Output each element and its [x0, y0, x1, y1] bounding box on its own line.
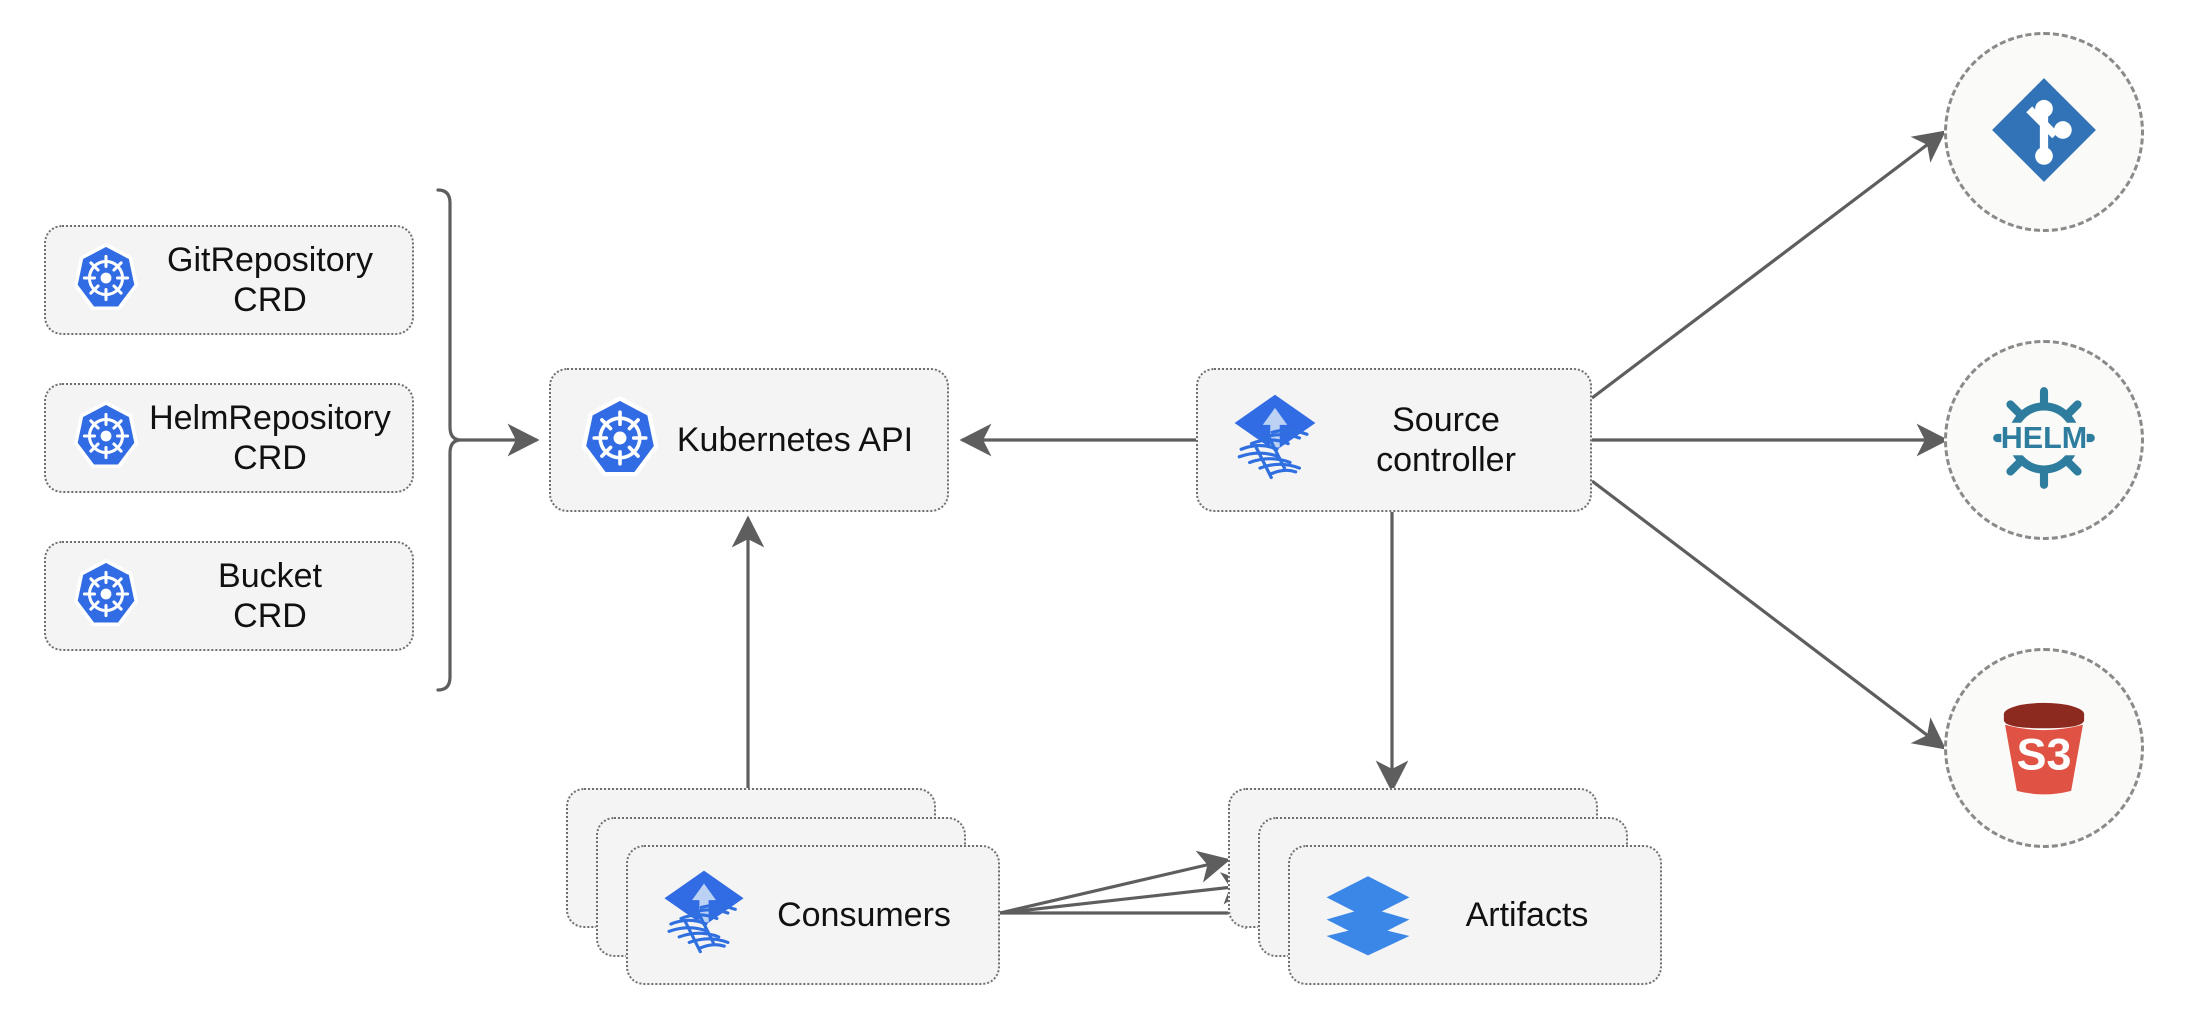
endpoint-s3[interactable]: S3	[1944, 648, 2144, 848]
flux-icon	[658, 867, 750, 964]
kubernetes-icon	[577, 395, 663, 486]
git-icon	[1985, 71, 2103, 194]
node-gitrepository-crd[interactable]: GitRepository CRD	[44, 225, 414, 335]
kubernetes-icon	[70, 400, 142, 477]
crd-group-brace	[436, 188, 462, 692]
node-source-controller[interactable]: Source controller	[1196, 368, 1592, 512]
endpoint-helm[interactable]: HELM	[1944, 340, 2144, 540]
helm-label: HELM	[2001, 421, 2087, 455]
helm-icon: HELM	[1983, 377, 2105, 504]
node-bucket-crd[interactable]: Bucket CRD	[44, 541, 414, 651]
node-label: HelmRepository CRD	[149, 398, 391, 477]
node-label: Source controller	[1376, 400, 1516, 479]
node-label: Consumers	[777, 895, 951, 934]
kubernetes-icon	[70, 558, 142, 635]
flux-icon	[1228, 391, 1322, 490]
node-artifacts[interactable]: Artifacts	[1288, 845, 1662, 985]
node-helmrepository-crd[interactable]: HelmRepository CRD	[44, 383, 414, 493]
layers-icon	[1322, 867, 1414, 964]
node-label: GitRepository CRD	[167, 240, 373, 319]
node-label: Kubernetes API	[676, 420, 914, 459]
node-label: Bucket CRD	[218, 556, 322, 635]
arrow-source-to-git	[1591, 130, 1947, 400]
node-consumers[interactable]: Consumers	[626, 845, 1000, 985]
node-label: Artifacts	[1465, 895, 1589, 934]
arrow-source-to-s3	[1591, 479, 1947, 750]
s3-label: S3	[2017, 728, 2072, 779]
arrow-consumers-to-artifacts-1	[999, 850, 1231, 915]
node-kubernetes-api[interactable]: Kubernetes API	[549, 368, 949, 512]
kubernetes-icon	[70, 242, 142, 319]
s3-icon: S3	[1985, 687, 2103, 810]
arrow-consumers-to-artifacts-2	[999, 872, 1254, 915]
endpoint-git[interactable]	[1944, 32, 2144, 232]
